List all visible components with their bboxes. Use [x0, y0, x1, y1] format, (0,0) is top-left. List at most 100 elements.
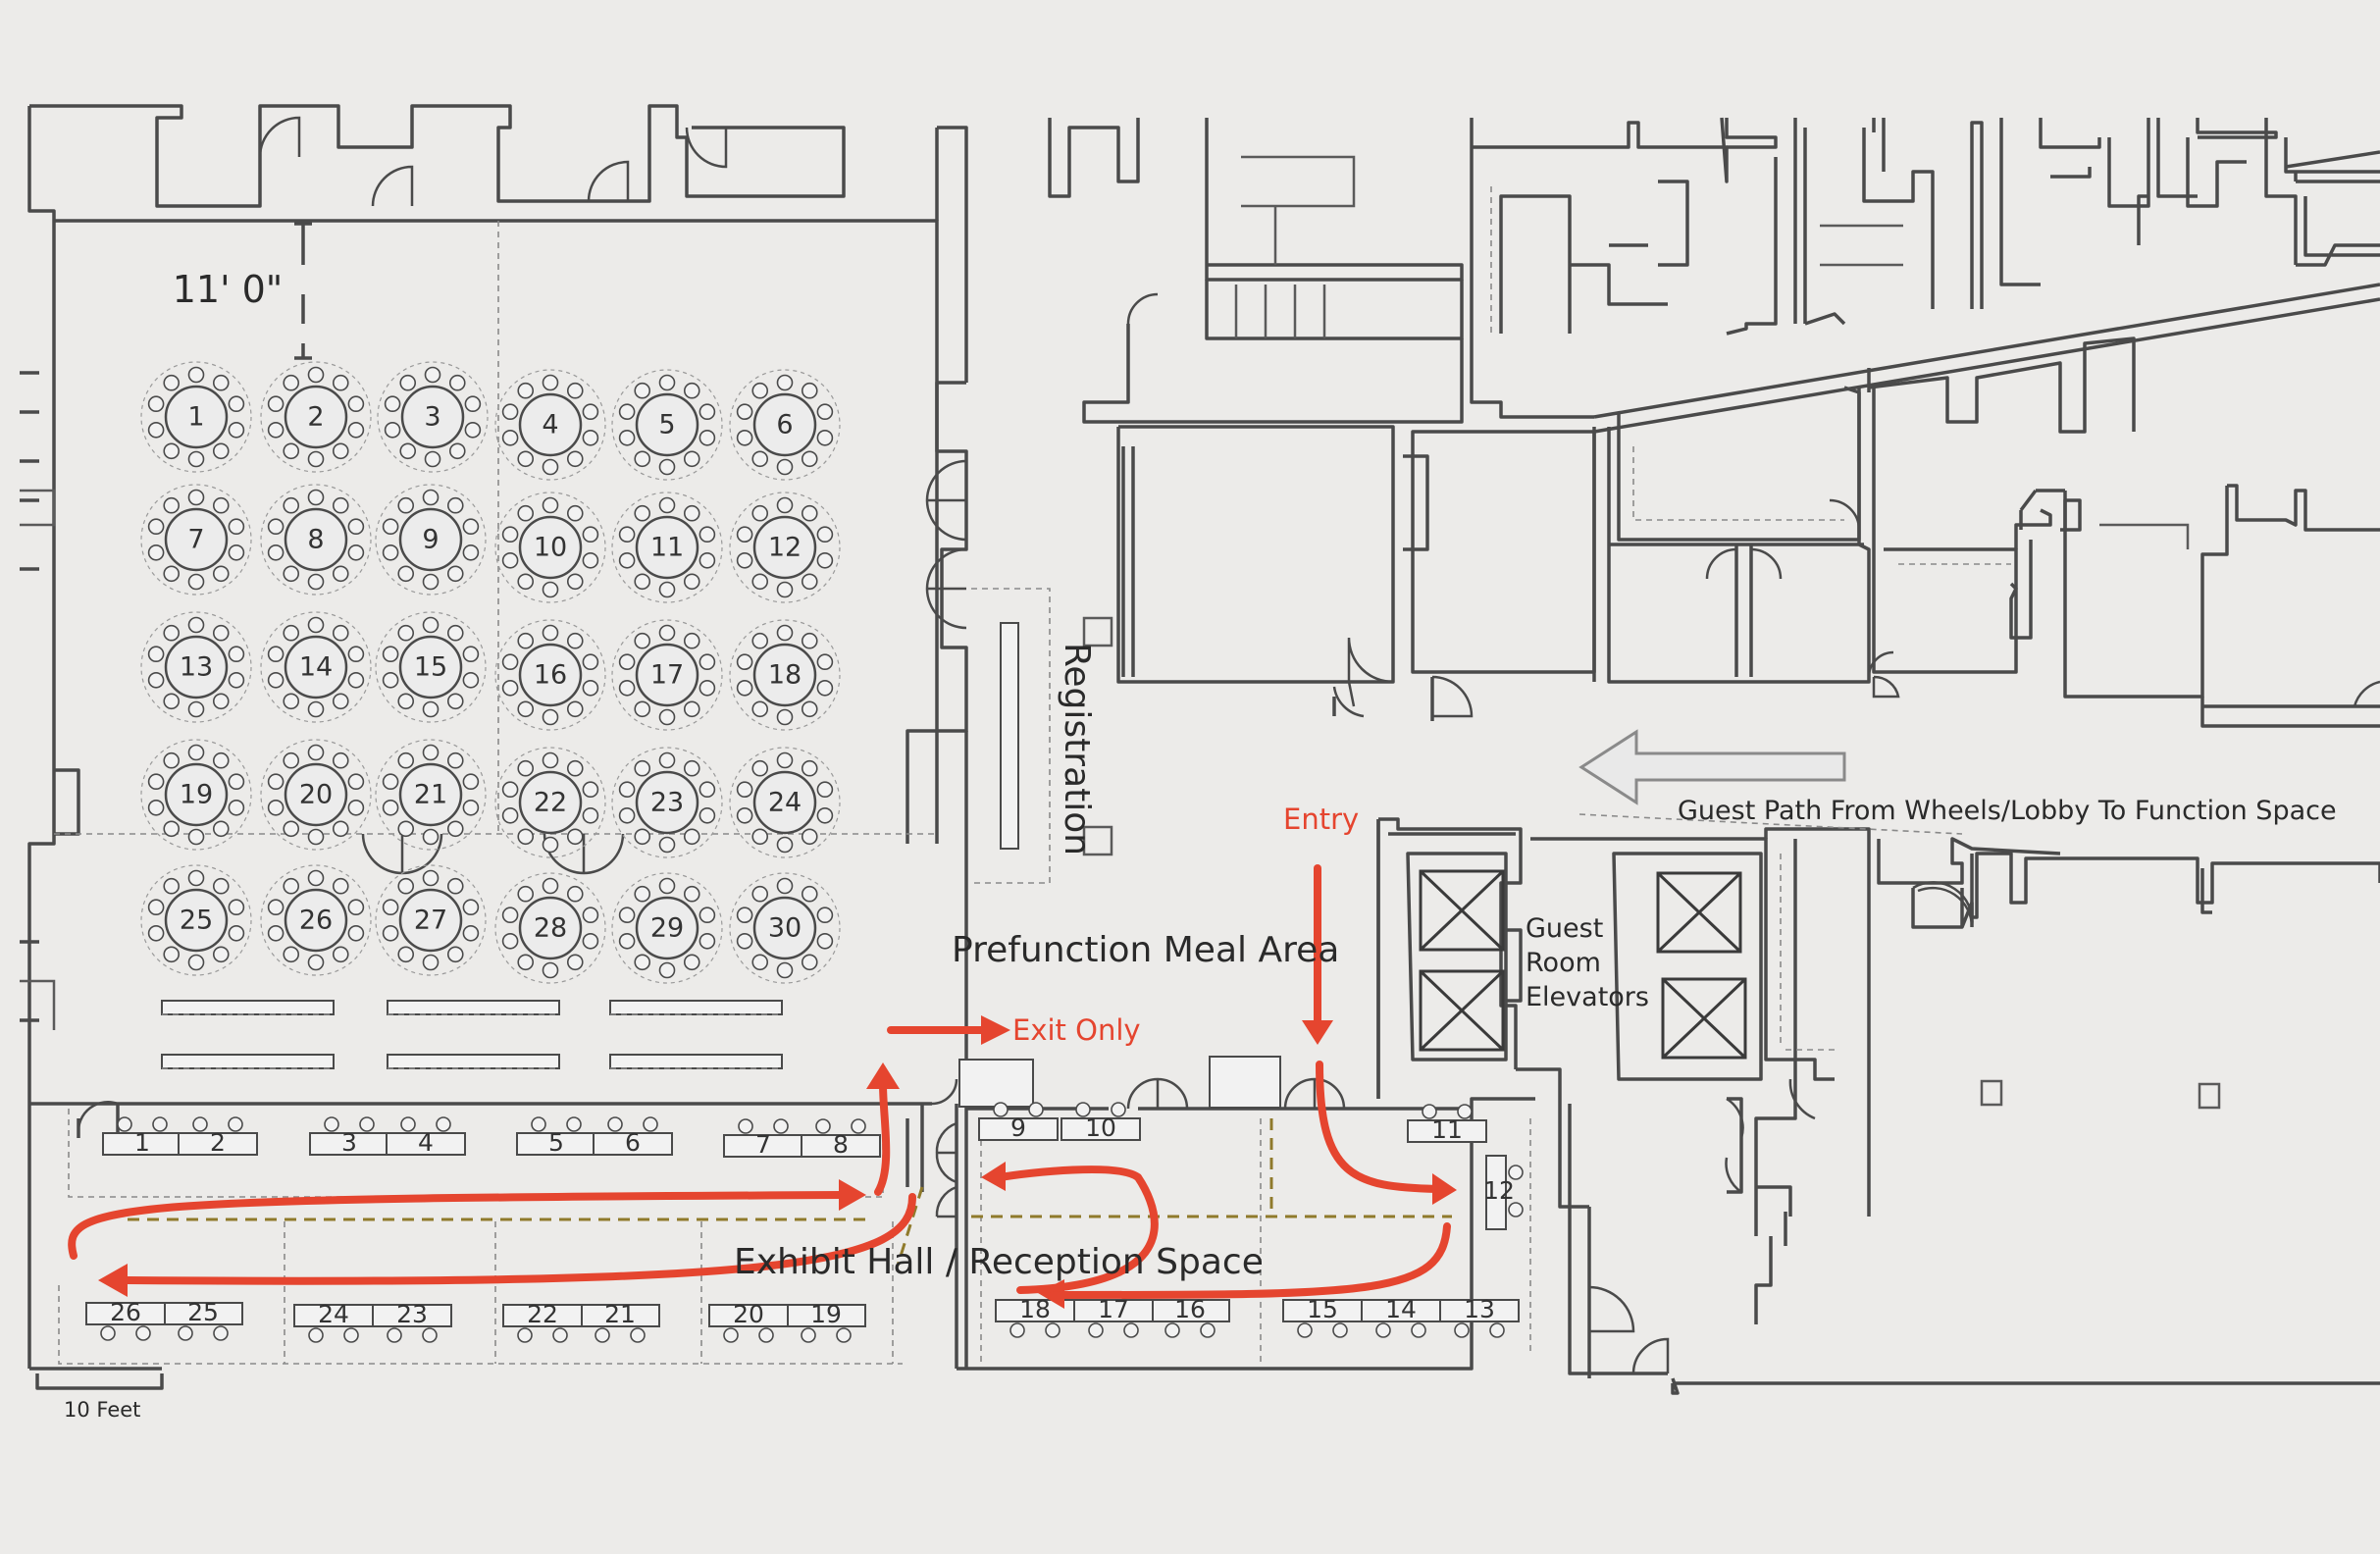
table-number: 11 — [650, 533, 684, 563]
table-number: 26 — [299, 906, 333, 936]
chair — [801, 504, 818, 522]
chair — [801, 700, 818, 718]
chair — [683, 450, 700, 468]
elevator-2 — [1419, 969, 1505, 1052]
chair — [307, 450, 325, 468]
chair — [683, 573, 700, 591]
chair — [283, 946, 300, 963]
table-number: 7 — [187, 525, 204, 555]
banquet-table-23: 23 — [611, 747, 723, 858]
table-number: 9 — [422, 525, 439, 555]
banquet-table-30: 30 — [729, 872, 841, 984]
booth-21: 21 — [580, 1300, 660, 1343]
banquet-table-29: 29 — [611, 872, 723, 984]
chair — [751, 700, 769, 718]
chair — [307, 573, 325, 591]
chair — [658, 708, 676, 726]
chair — [736, 551, 753, 569]
scale-bar: 10 Feet — [35, 1373, 164, 1422]
chair — [501, 906, 519, 924]
booth-number: 25 — [187, 1298, 219, 1326]
chair — [332, 624, 349, 642]
chair — [283, 877, 300, 895]
chair — [448, 374, 466, 391]
chair — [347, 544, 365, 561]
chair — [283, 442, 300, 460]
chair — [187, 954, 205, 971]
dimension-label: 11' 0" — [173, 268, 284, 311]
booth-number: 11 — [1431, 1115, 1463, 1144]
chair — [736, 429, 753, 446]
banquet-table-9: 9 — [375, 484, 487, 596]
chair — [147, 544, 165, 561]
chair — [776, 374, 794, 391]
booth-number: 19 — [810, 1300, 842, 1328]
chair — [187, 573, 205, 591]
chair — [347, 924, 365, 942]
chair — [397, 751, 415, 769]
chair — [683, 828, 700, 846]
chair — [542, 961, 559, 979]
banquet-table-15: 15 — [375, 611, 487, 723]
chair — [816, 806, 834, 824]
chair — [698, 403, 716, 421]
chair — [517, 382, 535, 399]
chair — [618, 932, 636, 950]
table-number: 4 — [542, 410, 558, 440]
chair — [267, 395, 285, 413]
chair — [501, 806, 519, 824]
table-number: 12 — [768, 533, 802, 563]
chair — [228, 671, 245, 689]
banquet-table-24: 24 — [729, 747, 841, 858]
table-number: 28 — [534, 913, 567, 944]
chair — [566, 828, 584, 846]
chair — [307, 489, 325, 506]
chair — [397, 820, 415, 838]
chair — [618, 403, 636, 421]
chair — [542, 496, 559, 514]
booth-9: 9 — [978, 1102, 1059, 1142]
chair — [212, 374, 230, 391]
booth-number: 8 — [833, 1130, 849, 1159]
chair — [634, 828, 651, 846]
chair — [228, 518, 245, 536]
table-number: 23 — [650, 788, 684, 818]
chair — [776, 751, 794, 769]
chair — [347, 646, 365, 663]
table-number: 29 — [650, 913, 684, 944]
chair — [446, 820, 464, 838]
chair — [163, 624, 181, 642]
chair — [187, 489, 205, 506]
chair — [347, 899, 365, 916]
banquet-table-22: 22 — [494, 747, 606, 858]
chair — [658, 581, 676, 598]
chair — [618, 526, 636, 544]
banquet-table-16: 16 — [494, 619, 606, 731]
booth-number: 4 — [418, 1128, 434, 1157]
booth-number: 21 — [604, 1300, 636, 1328]
chair — [618, 679, 636, 697]
chair — [283, 374, 300, 391]
booth-number: 3 — [341, 1128, 357, 1157]
chair — [776, 624, 794, 642]
chair — [698, 679, 716, 697]
booth-number: 1 — [134, 1128, 150, 1157]
booth-6: 6 — [593, 1116, 673, 1157]
chair — [566, 573, 584, 591]
chair — [307, 954, 325, 971]
chair — [816, 781, 834, 799]
chair — [446, 693, 464, 710]
chair — [462, 646, 480, 663]
chair — [751, 759, 769, 777]
chair — [658, 374, 676, 391]
chair — [163, 374, 181, 391]
table-number: 10 — [534, 533, 567, 563]
chair — [347, 421, 365, 439]
chair — [382, 899, 399, 916]
banquet-table-25: 25 — [140, 864, 252, 976]
chair — [751, 954, 769, 971]
chair — [212, 877, 230, 895]
booth-number: 16 — [1174, 1295, 1206, 1323]
chair — [446, 877, 464, 895]
